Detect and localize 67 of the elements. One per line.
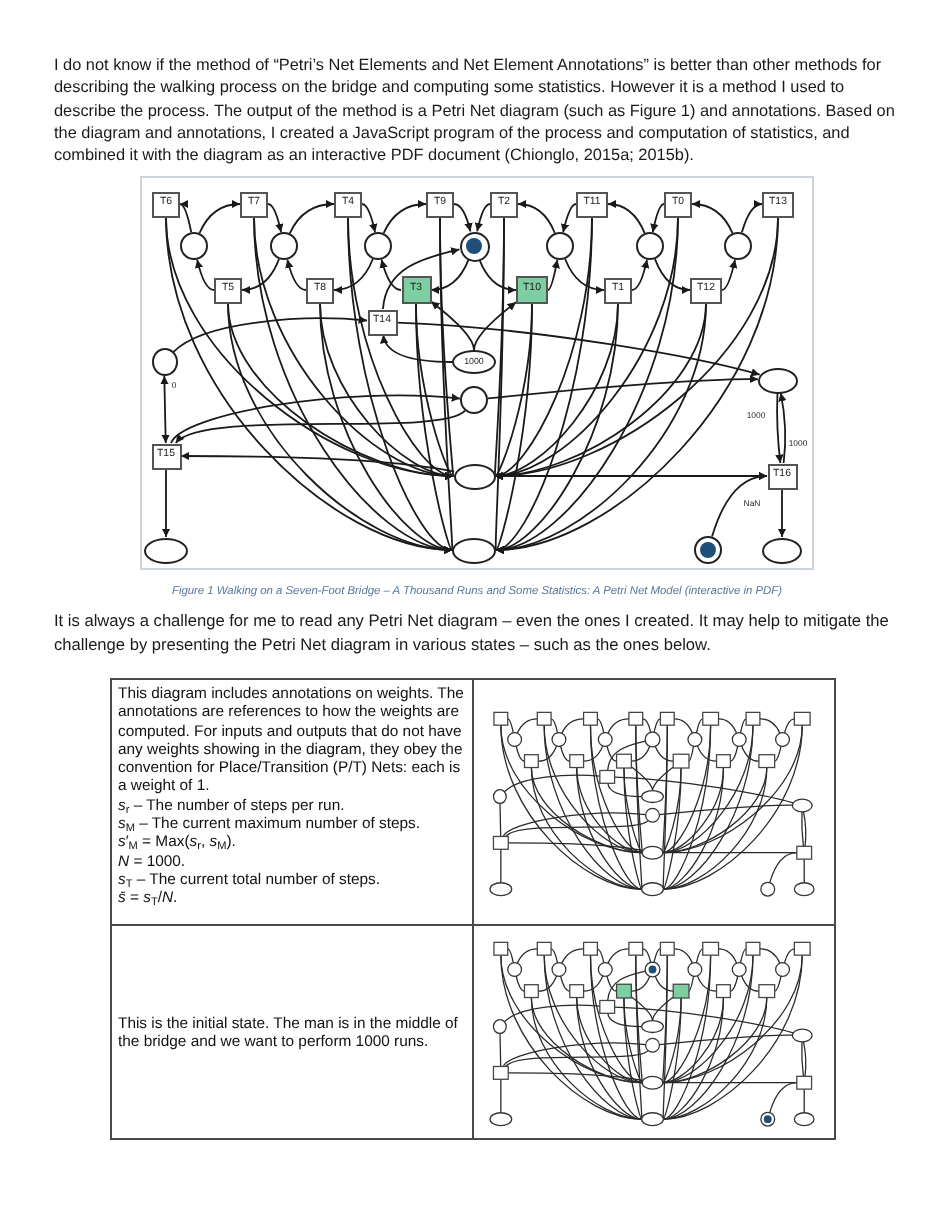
- arc-arrow: [333, 258, 374, 294]
- place-circle: [270, 232, 298, 260]
- arc-arrow: [195, 258, 215, 291]
- arc-arrow: [474, 203, 491, 233]
- arc-arrow: [379, 258, 402, 291]
- arc-arrow: [478, 259, 517, 294]
- arc-arrow: [778, 392, 787, 464]
- body-paragraph: It is always a challenge for me to read any Petri Net diagram – even the ones I created. It may help to mitigate the challenge by presenting the Petri Net diagram in various states – such as the ones below.: [54, 610, 891, 656]
- arc-arrow: [415, 303, 453, 551]
- arc-arrow: [547, 258, 560, 291]
- place-circle: [636, 232, 664, 260]
- arc-arrow: [607, 200, 646, 234]
- place-circle: [459, 231, 489, 261]
- token-dot: [466, 238, 482, 254]
- arc-arrow: [241, 258, 280, 294]
- arc-arrow: [491, 216, 505, 551]
- place-circle: [694, 536, 722, 564]
- arc-arrow: [487, 375, 759, 400]
- arc-arrow: [561, 203, 577, 234]
- body-paragraph: I do not know if the method of “Petri’s Net Elements and Net Element Annotations” is better than other methods for describing the walking process on the bridge and computing some statistics. However it is a method I used to describe the process. The output of the method is a Petri Net diagram (such as Figure 1) and annotations. Based on the diagram and annotations, I created a JavaScript program of the process and computation of statistics, and combined it with the diagram as an interactive PDF document (Chionglo, 2015a; 2015b).: [54, 54, 897, 167]
- arc-arrow: [711, 472, 768, 538]
- arc-arrow: [453, 203, 473, 233]
- arc-arrow: [650, 203, 665, 234]
- arc-arrow: [267, 203, 284, 234]
- arc-arrow: [288, 200, 335, 235]
- arc-arrow: [380, 334, 453, 363]
- place-ellipse: [762, 537, 802, 563]
- arc-arrow: [495, 303, 533, 551]
- arc-arrow: [495, 216, 779, 554]
- arc-arrow: [777, 488, 787, 538]
- arc-arrow: [430, 300, 475, 351]
- arc-arrow: [517, 200, 556, 234]
- arc-arrow: [285, 258, 307, 291]
- arc-arrow: [691, 200, 734, 235]
- place-circle: [151, 348, 177, 376]
- arc-arrow: [740, 200, 763, 234]
- place-circle: [460, 386, 488, 414]
- arc-arrow: [396, 321, 761, 377]
- place-ellipse: [452, 537, 496, 563]
- arc-arrow: [174, 409, 466, 444]
- place-ellipse: [453, 463, 495, 489]
- arc-arrow: [439, 216, 457, 551]
- arc-arrow: [160, 375, 170, 444]
- arc-arrow: [721, 258, 738, 291]
- arc-arrow: [361, 203, 378, 234]
- arc-arrow: [198, 200, 241, 235]
- arc-arrow: [161, 468, 171, 538]
- place-circle: [364, 232, 392, 260]
- place-circle: [724, 232, 752, 260]
- token-dot: [700, 542, 716, 558]
- arc-arrow: [172, 315, 368, 354]
- arc-arrow: [382, 200, 427, 235]
- place-circle: [546, 232, 574, 260]
- arc-arrow: [473, 301, 517, 351]
- arc-arrow: [165, 216, 453, 554]
- arc-arrow: [775, 392, 784, 464]
- place-ellipse: [758, 367, 798, 393]
- place-circle: [180, 232, 208, 260]
- arc-arrow: [170, 393, 461, 444]
- place-ellipse: [144, 537, 188, 563]
- arc-arrow: [631, 258, 650, 291]
- arc-arrow: [564, 258, 605, 294]
- arc-arrow: [180, 451, 456, 473]
- arc-arrow: [382, 247, 461, 310]
- arc-arrow: [654, 258, 691, 294]
- arc-arrow: [430, 259, 470, 294]
- arc-arrow: [179, 201, 193, 234]
